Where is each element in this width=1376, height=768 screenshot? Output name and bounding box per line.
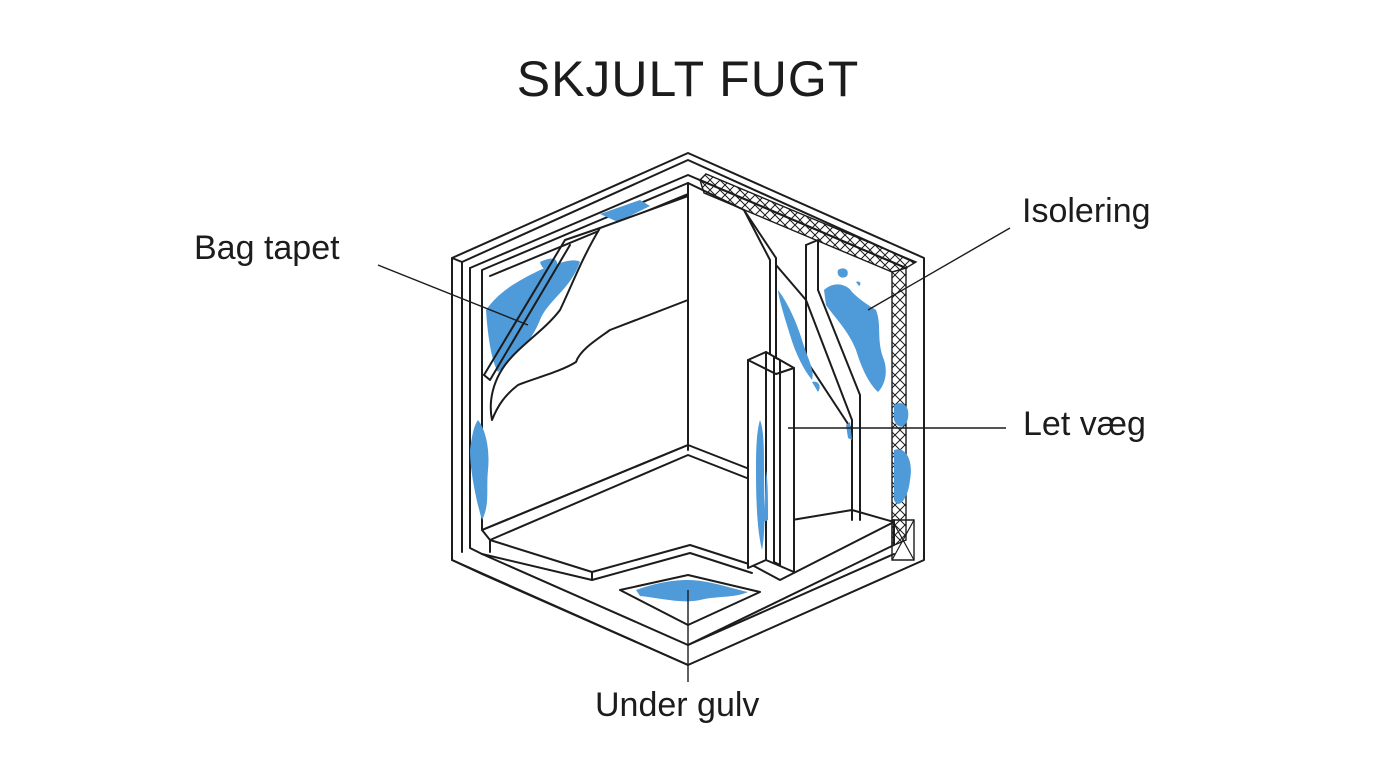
peeling-wallpaper: [483, 195, 689, 421]
moisture-in-insulation: [778, 268, 911, 504]
label-under-gulv: Under gulv: [595, 686, 760, 724]
diagram-title: SKJULT FUGT: [516, 51, 860, 107]
label-bag-tapet: Bag tapet: [194, 229, 340, 267]
callout-lines: [377, 227, 1011, 682]
callout-line-bag-tapet: [377, 264, 529, 326]
callout-line-isolering: [867, 227, 1011, 311]
moisture-under-floor: [636, 580, 748, 602]
label-let-vaeg: Let væg: [1023, 405, 1146, 443]
label-isolering: Isolering: [1022, 192, 1151, 230]
light-wall-stud: [747, 351, 795, 573]
moisture-behind-wallpaper: [470, 200, 650, 520]
moisture-at-stud: [756, 420, 768, 550]
floor: [481, 444, 895, 646]
